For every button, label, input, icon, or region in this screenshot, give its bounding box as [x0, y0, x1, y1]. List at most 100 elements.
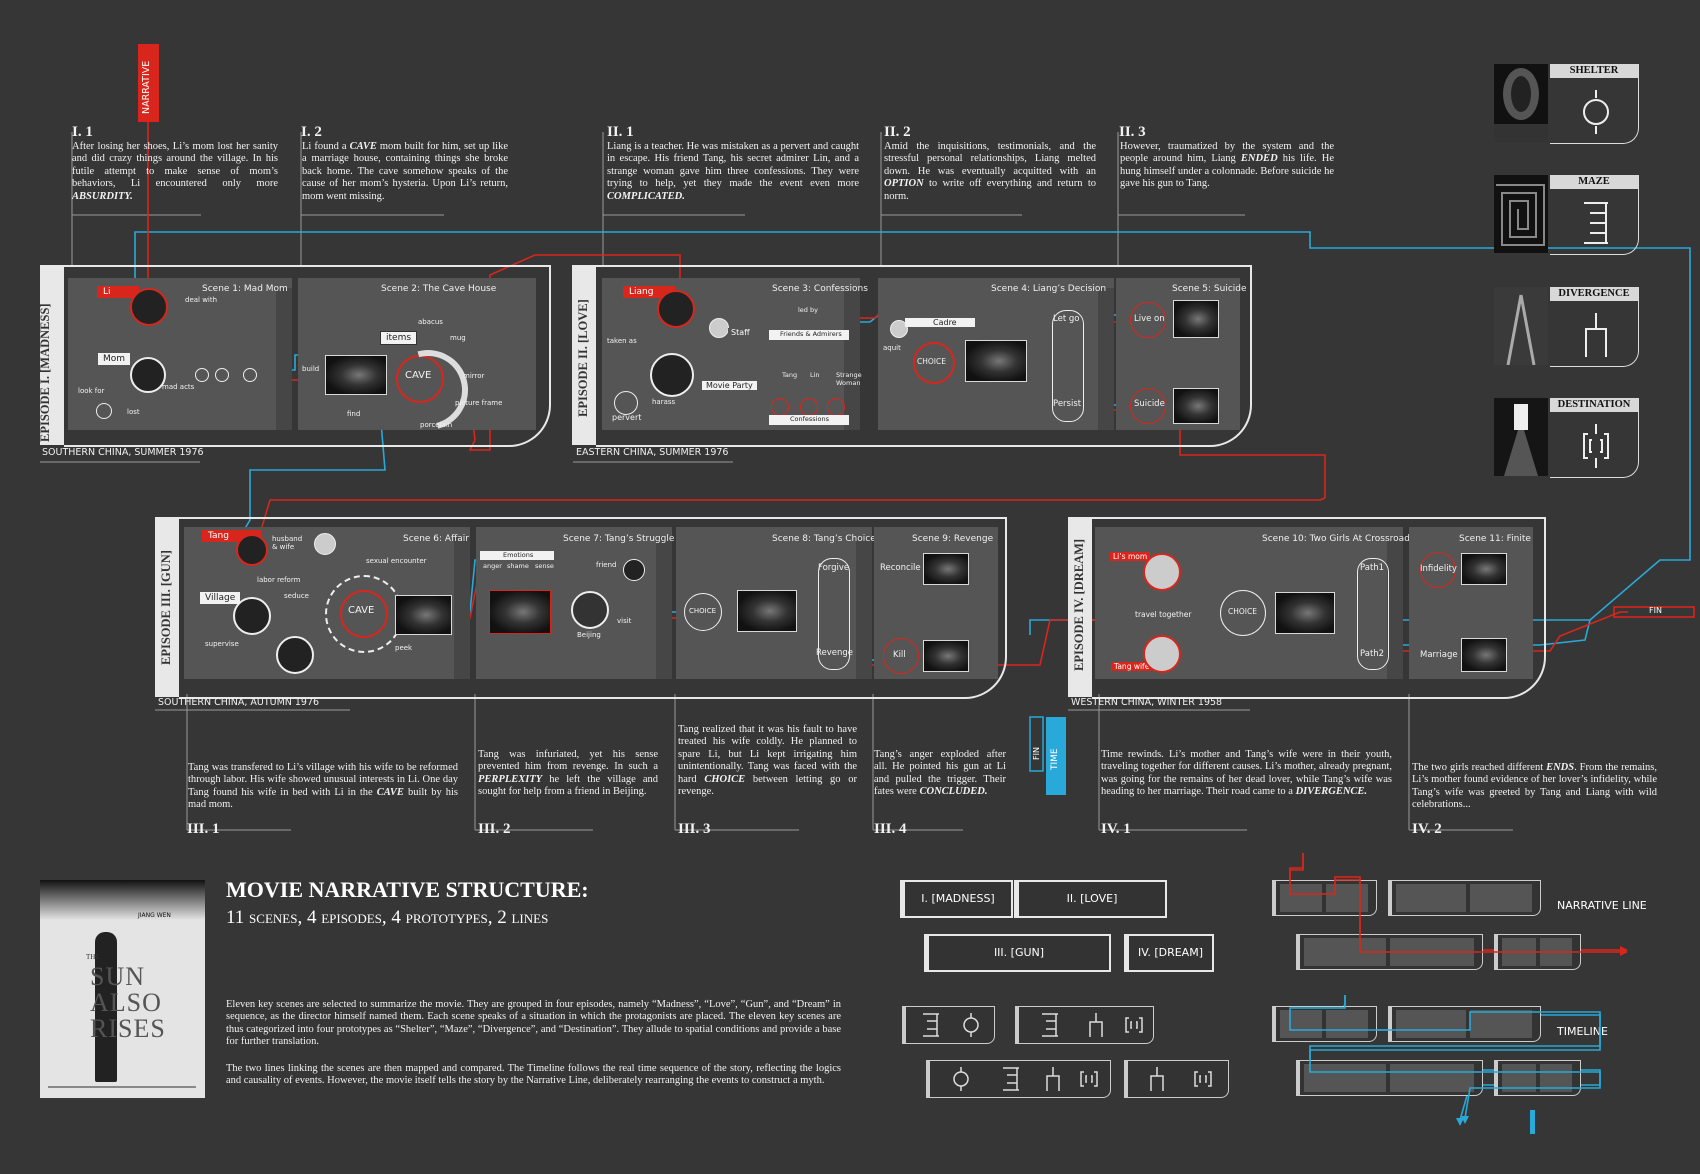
cave-label: CAVE: [405, 370, 432, 381]
section-number: I. 2: [301, 124, 322, 140]
section-number: II. 3: [1119, 124, 1146, 140]
items-box: items: [380, 331, 418, 345]
section-text: Tang’s anger exploded after all. He poin…: [874, 749, 1006, 798]
section-text: Tang realized that it was his fault to h…: [678, 724, 857, 798]
scene-panel: [602, 278, 860, 430]
episode-love: [596, 265, 1252, 447]
summary-paragraph: Eleven key scenes are selected to summar…: [226, 999, 841, 1048]
fin-end-label: FIN: [1649, 606, 1662, 615]
scene-still: [1461, 553, 1507, 585]
section-text: Time rewinds. Li’s mother and Tang’s wif…: [1101, 749, 1392, 798]
episode-location: SOUTHERN CHINA, SUMMER 1976: [42, 447, 204, 458]
scene-still: [965, 340, 1027, 382]
fin-label: FIN: [1032, 747, 1041, 760]
legend-prototype-row: [926, 1060, 1111, 1098]
episode-gun: [179, 517, 1007, 699]
scene-still: [395, 595, 452, 635]
character-tag: Mom: [98, 353, 131, 365]
legend-episode-3: III. [GUN]: [924, 934, 1111, 972]
portrait: [130, 288, 168, 326]
scene-title: Scene 11: Finite: [1459, 534, 1531, 544]
section-text: The two girls reached different ENDS. Fr…: [1412, 762, 1657, 811]
episode-title: EPISODE IV. [DREAM]: [1072, 538, 1086, 671]
cave-node: [396, 355, 444, 403]
shelter-icon: [963, 1013, 979, 1037]
divergence-icon: [1089, 1013, 1103, 1037]
portrait: [657, 290, 695, 328]
episode-dream: [1092, 517, 1546, 699]
scene-title: Scene 2: The Cave House: [381, 284, 497, 294]
scene-still: [1173, 388, 1219, 424]
portrait: [1143, 553, 1181, 591]
maze-icon: [923, 1013, 939, 1037]
scene-title: Scene 5: Suicide: [1172, 284, 1247, 294]
narrative-label: NARRATIVE: [138, 44, 159, 122]
legend-episode-2: II. [LOVE]: [1014, 880, 1167, 918]
section-text: Tang was transfered to Li’s village with…: [188, 762, 458, 811]
scene-title: Scene 6: Affair: [403, 534, 469, 544]
maze-icon: [1584, 202, 1608, 244]
episode-madness: [64, 265, 551, 447]
choice-node: [1220, 590, 1266, 636]
section-text: After losing her shoes, Li’s mom lost he…: [72, 141, 278, 202]
scene-title: Scene 7: Tang’s Struggle: [563, 534, 675, 544]
divergence-icon: [1046, 1067, 1060, 1091]
summary-subtitle: 11 scenes, 4 episodes, 4 prototypes, 2 l…: [226, 907, 549, 928]
scene-still: [737, 590, 797, 632]
portrait: [130, 357, 166, 393]
scene-panel: [298, 278, 536, 430]
episode-title: EPISODE I. [MADNESS]: [38, 303, 52, 442]
time-label: TIME: [1050, 748, 1060, 770]
movie-poster: JIANG WEN THE SUN ALSO RISES: [40, 880, 205, 1098]
summary-paragraph: The two lines linking the scenes are the…: [226, 1063, 841, 1087]
shelter-icon: [1583, 90, 1609, 134]
section-text: However, traumatized by the system and t…: [1120, 141, 1334, 190]
legend-prototype-row: [1124, 1060, 1229, 1098]
scene-still: [923, 553, 969, 585]
section-number: III. 1: [187, 821, 220, 837]
section-text: Amid the inquisitions, testimonials, and…: [884, 141, 1096, 202]
episode-tab: [155, 517, 179, 697]
section-number: IV. 2: [1412, 821, 1442, 837]
summary-title: MOVIE NARRATIVE STRUCTURE:: [226, 877, 589, 902]
scene-still: [1173, 300, 1219, 338]
section-number: I. 1: [72, 124, 93, 140]
scene-title: Scene 9: Revenge: [912, 534, 994, 544]
legend-episode-4: IV. [DREAM]: [1124, 934, 1214, 972]
section-text: Tang was infuriated, yet his sense preve…: [478, 749, 658, 798]
scene-title: Scene 3: Confessions: [772, 284, 868, 294]
episode-tab: [40, 265, 64, 445]
character-tag: Li: [97, 286, 139, 298]
legend-prototype-row: [1015, 1006, 1154, 1044]
section-number: IV. 1: [1101, 821, 1131, 837]
choice-node: [913, 342, 955, 384]
section-number: III. 2: [478, 821, 511, 837]
legend-narrative-line: NARRATIVE LINE: [1557, 899, 1647, 912]
episode-location: WESTERN CHINA, WINTER 1958: [1071, 697, 1223, 708]
maze-icon: [1042, 1013, 1058, 1037]
episode-location: SOUTHERN CHINA, AUTUMN 1976: [158, 697, 320, 708]
section-number: III. 3: [678, 821, 711, 837]
scene-title: Scene 8: Tang’s Choice: [772, 534, 876, 544]
destination-icon: [1583, 424, 1609, 468]
scene-still: [325, 355, 387, 395]
destination-icon: [1125, 1017, 1143, 1033]
divergence-icon: [1150, 1067, 1164, 1091]
episode-tab: [572, 265, 596, 445]
scene-still: [1461, 638, 1507, 672]
section-number: II. 2: [884, 124, 911, 140]
portrait: [236, 534, 268, 566]
section-number: III. 4: [874, 821, 907, 837]
choice-node: [684, 593, 722, 631]
destination-icon: [1194, 1071, 1212, 1087]
legend-timeline: TIMELINE: [1557, 1025, 1608, 1038]
scene-title: Scene 10: Two Girls At Crossroad: [1262, 534, 1410, 544]
scene-still: [489, 590, 551, 634]
episode-tab: [1068, 517, 1092, 697]
section-number: II. 1: [607, 124, 634, 140]
scene-still: [923, 640, 969, 672]
maze-icon: [1003, 1067, 1019, 1091]
destination-icon: [1080, 1071, 1098, 1087]
scene-title: Scene 4: Liang’s Decision: [991, 284, 1107, 294]
legend-prototype-row: [902, 1006, 995, 1044]
